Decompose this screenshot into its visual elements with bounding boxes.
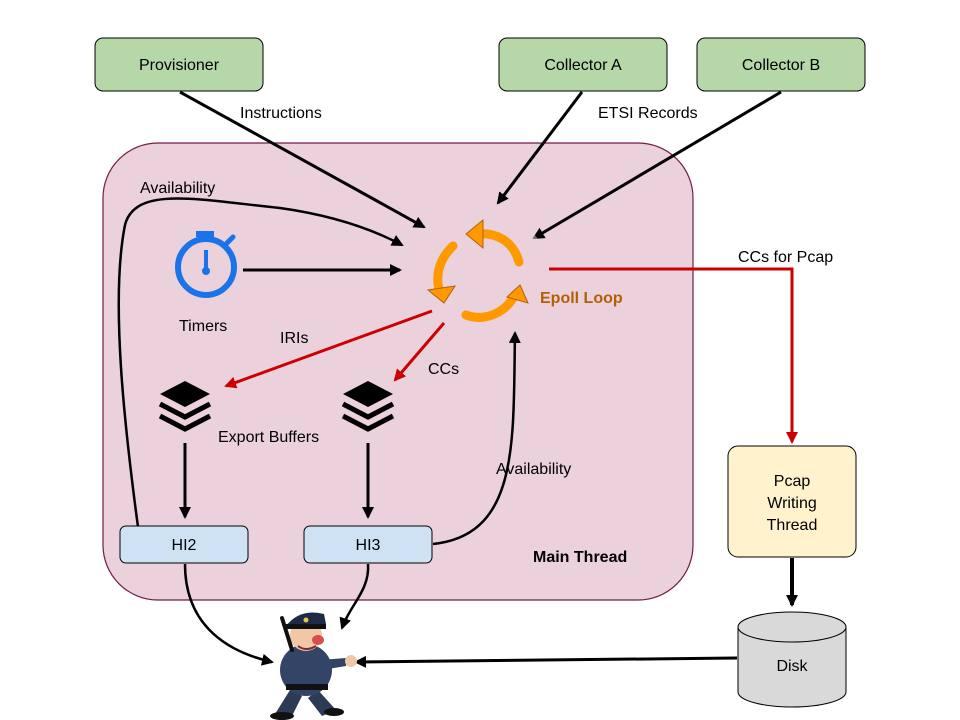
ccs-arrow (393, 322, 446, 382)
svg-text:HI2: HI2 (172, 537, 197, 554)
ccs-for-pcap-label: CCs for Pcap (738, 249, 833, 266)
police-officer-icon (270, 612, 357, 720)
instructions-arrow (179, 90, 426, 229)
ccs-for-pcap-arrow (549, 267, 798, 444)
refresh-cycle-icon (412, 207, 548, 343)
pcap-writing-thread-node: Pcap Writing Thread (727, 445, 857, 558)
svg-text:HI3: HI3 (356, 537, 381, 554)
svg-text:Collector A: Collector A (544, 57, 622, 74)
collector-a-node: Collector A (498, 37, 668, 92)
main-thread-label: Main Thread (533, 549, 627, 566)
hi2-availability-arrow (117, 197, 404, 528)
layers-stack-icon (341, 381, 395, 432)
hi3-node: HI3 (303, 525, 433, 564)
availability-top-label: Availability (140, 180, 215, 197)
export-buffers-label: Export Buffers (218, 429, 319, 446)
hi3-availability-arrow (432, 331, 521, 546)
svg-text:Collector B: Collector B (742, 57, 820, 74)
hi2-to-officer-arrow (183, 563, 274, 666)
availability-right-label: Availability (496, 461, 571, 478)
ccs-label: CCs (428, 361, 459, 378)
layers-stack-icon (158, 381, 212, 432)
disk-to-officer-arrow (354, 655, 738, 668)
stopwatch-icon (175, 231, 237, 298)
epoll-loop-label: Epoll Loop (540, 290, 623, 307)
svg-text:Thread: Thread (767, 517, 818, 534)
provisioner-node: Provisioner (94, 37, 264, 92)
iris-label: IRIs (280, 330, 308, 347)
iris-arrow (224, 309, 433, 389)
svg-text:Writing: Writing (767, 495, 817, 512)
disk-node: Disk (737, 611, 847, 708)
etsi-records-label: ETSI Records (598, 105, 698, 122)
hi3-to-officer-arrow (339, 563, 370, 630)
collector-b-node: Collector B (696, 37, 866, 92)
svg-text:Provisioner: Provisioner (139, 57, 220, 74)
svg-text:Disk: Disk (776, 658, 808, 675)
hi2-node: HI2 (119, 525, 249, 564)
collector-a-arrow (496, 91, 584, 205)
svg-text:Pcap: Pcap (774, 473, 811, 490)
collector-b-arrow (532, 90, 782, 240)
instructions-label: Instructions (240, 105, 322, 122)
timers-label: Timers (179, 318, 227, 335)
